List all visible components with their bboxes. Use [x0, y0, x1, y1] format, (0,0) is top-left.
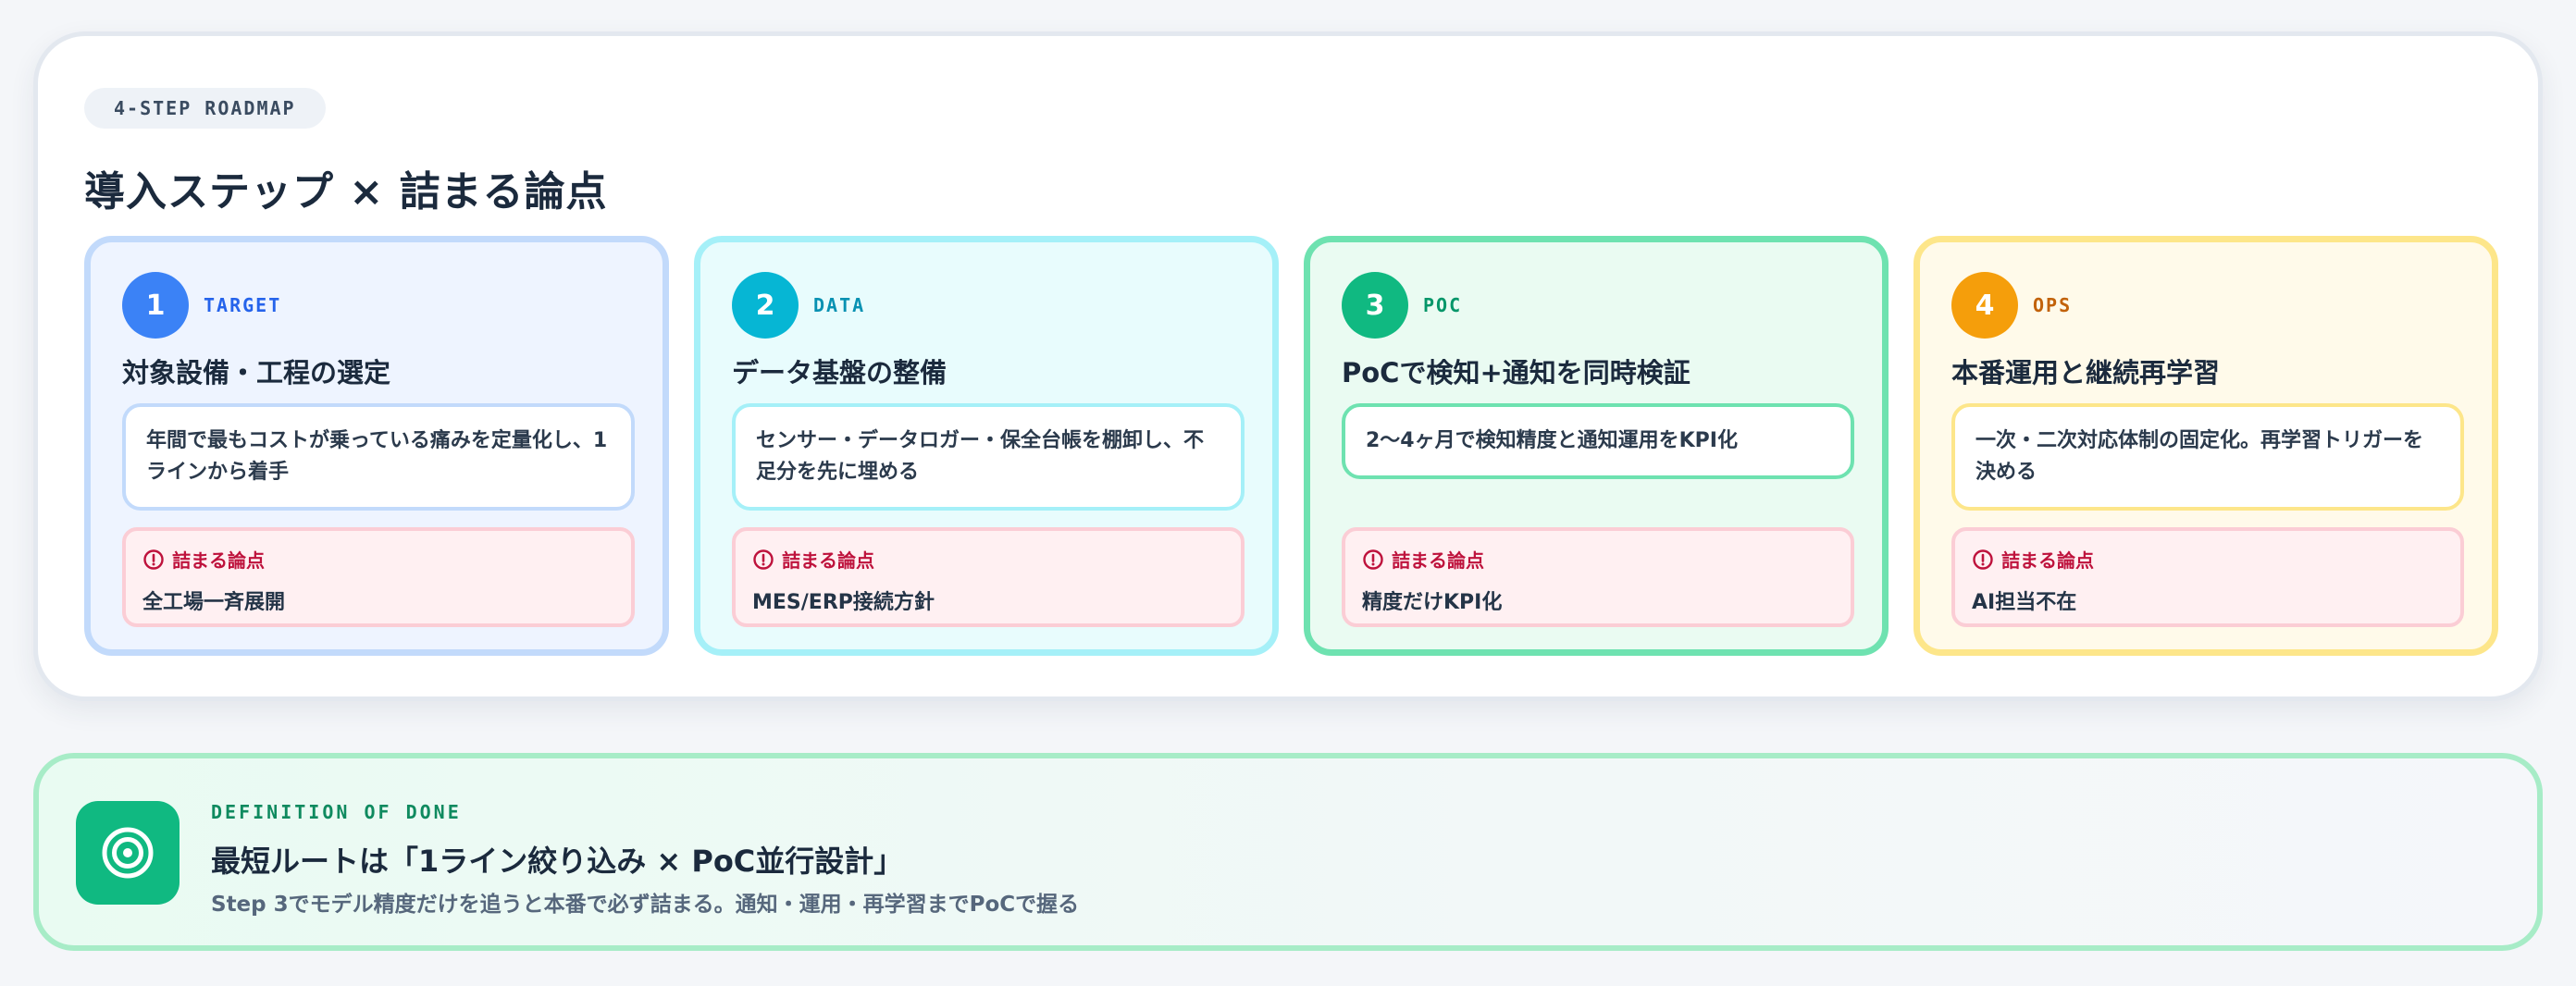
- issue-box: 詰まる論点 精度だけKPI化: [1342, 527, 1854, 627]
- alert-icon: [1973, 548, 1993, 570]
- step-header: 3 POC: [1342, 272, 1462, 339]
- step-card-target: 1 TARGET 対象設備・工程の選定 年間で最もコストが乗っている痛みを定量化…: [84, 236, 669, 656]
- roadmap-tag: 4-STEP ROADMAP: [84, 88, 326, 129]
- step-title: PoCで検知+通知を同時検証: [1342, 357, 1690, 388]
- step-header: 1 TARGET: [122, 272, 281, 339]
- step-header: 4 OPS: [1951, 272, 2072, 339]
- issue-box: 詰まる論点 AI担当不在: [1951, 527, 2464, 627]
- dod-subtitle: Step 3でモデル精度だけを追うと本番で必ず詰まる。通知・運用・再学習までPo…: [211, 893, 1080, 917]
- issue-text: MES/ERP接続方針: [752, 591, 935, 614]
- step-number-badge: 2: [732, 272, 799, 339]
- step-description: 2〜4ヶ月で検知精度と通知運用をKPI化: [1342, 403, 1854, 479]
- issue-label: 詰まる論点: [2001, 549, 2094, 572]
- step-code: TARGET: [204, 294, 282, 316]
- step-number-badge: 1: [122, 272, 189, 339]
- issue-box: 詰まる論点 MES/ERP接続方針: [732, 527, 1245, 627]
- step-number-badge: 4: [1951, 272, 2018, 339]
- step-card-ops: 4 OPS 本番運用と継続再学習 一次・二次対応体制の固定化。再学習トリガーを決…: [1913, 236, 2498, 656]
- step-description: 一次・二次対応体制の固定化。再学習トリガーを決める: [1951, 403, 2464, 511]
- issue-text: 精度だけKPI化: [1362, 591, 1503, 614]
- roadmap-title: 導入ステップ × 詰まる論点: [84, 168, 608, 216]
- step-header: 2 DATA: [732, 272, 865, 339]
- step-number-badge: 3: [1342, 272, 1408, 339]
- step-code: POC: [1423, 294, 1463, 316]
- step-code: OPS: [2033, 294, 2073, 316]
- step-description: センサー・データロガー・保全台帳を棚卸し、不足分を先に埋める: [732, 403, 1245, 511]
- step-code: DATA: [813, 294, 866, 316]
- issue-box: 詰まる論点 全工場一斉展開: [122, 527, 635, 627]
- issue-label: 詰まる論点: [782, 549, 874, 572]
- alert-icon: [753, 548, 774, 570]
- alert-icon: [143, 548, 164, 570]
- step-description: 年間で最もコストが乗っている痛みを定量化し、1ラインから着手: [122, 403, 635, 511]
- step-card-data: 2 DATA データ基盤の整備 センサー・データロガー・保全台帳を棚卸し、不足分…: [694, 236, 1279, 656]
- dod-title: 最短ルートは「1ライン絞り込み × PoC並行設計」: [211, 844, 904, 879]
- issue-label: 詰まる論点: [172, 549, 265, 572]
- definition-of-done-banner: DEFINITION OF DONE 最短ルートは「1ライン絞り込み × PoC…: [33, 753, 2543, 951]
- issue-label: 詰まる論点: [1392, 549, 1484, 572]
- step-title: 本番運用と継続再学習: [1951, 357, 2221, 388]
- alert-icon: [1363, 548, 1383, 570]
- issue-text: 全工場一斉展開: [142, 591, 286, 614]
- step-cards: 1 TARGET 対象設備・工程の選定 年間で最もコストが乗っている痛みを定量化…: [84, 236, 2499, 656]
- step-card-poc: 3 POC PoCで検知+通知を同時検証 2〜4ヶ月で検知精度と通知運用をKPI…: [1304, 236, 1889, 656]
- issue-text: AI担当不在: [1972, 591, 2077, 614]
- roadmap-panel: 4-STEP ROADMAP 導入ステップ × 詰まる論点 1 TARGET 対…: [33, 31, 2543, 701]
- step-title: 対象設備・工程の選定: [122, 357, 391, 388]
- target-icon: [76, 801, 180, 905]
- dod-label: DEFINITION OF DONE: [211, 801, 462, 823]
- step-title: データ基盤の整備: [732, 357, 947, 388]
